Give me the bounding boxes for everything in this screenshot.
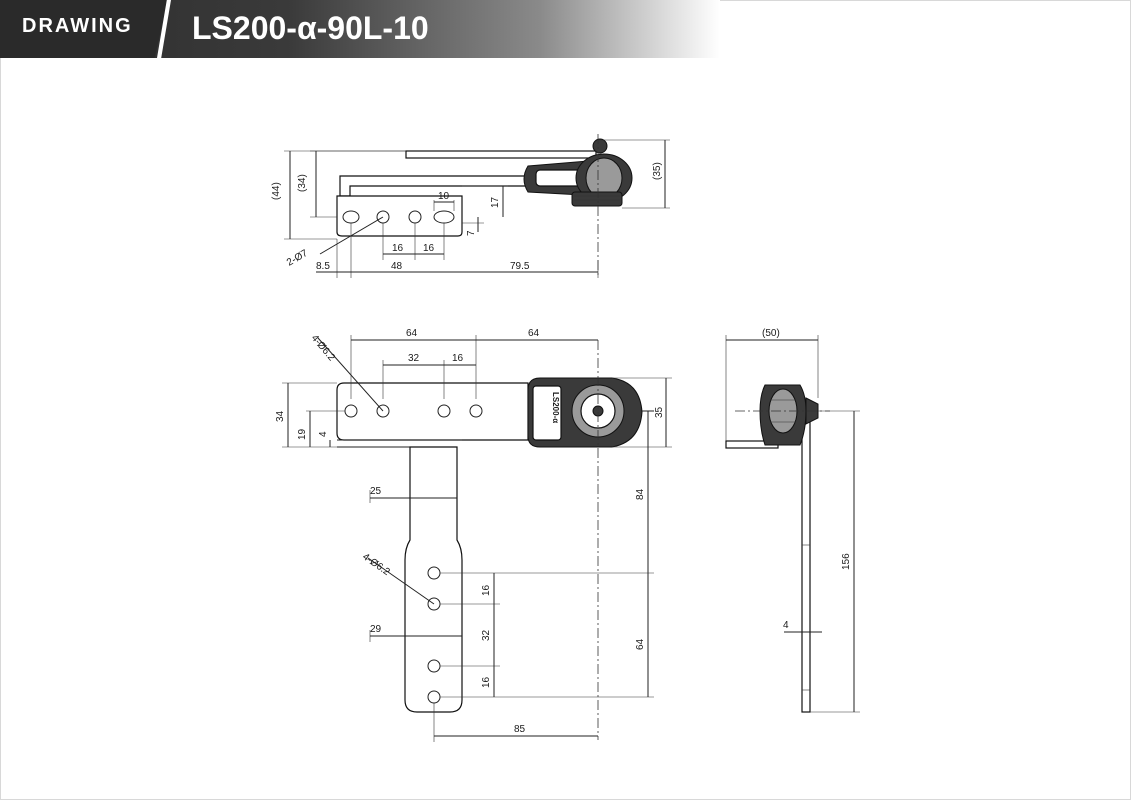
dim-side-4: 4 [783, 620, 789, 631]
dim-top-2holes: 2-Ø7 [285, 248, 310, 269]
drawing-badge [0, 0, 168, 58]
dim-front-19: 19 [297, 428, 308, 440]
dim-top-79-5: 79.5 [510, 261, 530, 272]
dim-side-156: 156 [841, 553, 852, 570]
badge-label: DRAWING [22, 15, 133, 37]
side-view: (50) 156 4 [725, 328, 860, 713]
dim-top-16b: 16 [423, 243, 435, 254]
dim-top-7: 7 [466, 230, 477, 236]
dim-front-32b: 32 [481, 629, 492, 641]
dim-side-50: (50) [762, 328, 780, 339]
dim-top-16a: 16 [392, 243, 404, 254]
front-hole-4 [469, 404, 483, 418]
dim-front-64b: 64 [528, 328, 540, 339]
front-hole-2 [376, 404, 390, 418]
model-title: LS200-α-90L-10 [192, 10, 429, 46]
dim-top-34: (34) [297, 174, 308, 192]
dim-front-29: 29 [370, 624, 382, 635]
dim-front-32: 32 [408, 353, 420, 364]
front-product-label: LS200-α [551, 392, 560, 423]
dim-front-16d: 16 [481, 676, 492, 688]
dim-front-holes-a: 4-Ø6.2 [309, 333, 337, 364]
dim-front-34: 34 [275, 410, 286, 422]
dim-front-35: 35 [654, 406, 665, 418]
front-arm [404, 446, 463, 713]
dim-top-17: 17 [490, 196, 501, 208]
top-roller-base [571, 191, 623, 207]
dim-front-4: 4 [318, 431, 329, 437]
header-bar: DRAWING LS200-α-90L-10 [0, 0, 720, 58]
dim-front-25: 25 [370, 486, 382, 497]
dim-front-16c: 16 [481, 584, 492, 596]
dim-front-85: 85 [514, 724, 526, 735]
dim-top-35: (35) [652, 162, 663, 180]
dim-front-64c: 64 [635, 638, 646, 650]
dim-top-10: 10 [438, 191, 450, 202]
top-roller-cap [592, 138, 608, 154]
dim-front-84: 84 [635, 488, 646, 500]
dim-front-64a: 64 [406, 328, 418, 339]
dim-top-8-5: 8.5 [316, 261, 330, 272]
dim-front-16: 16 [452, 353, 464, 364]
top-view: (44) (34) 10 17 7 (35) 16 16 2-Ø7 8.5 48 [271, 134, 670, 278]
front-hole-3 [437, 404, 451, 418]
front-view: LS200-α 64 64 32 16 4-Ø6.2 34 19 4 35 [275, 328, 672, 742]
dim-front-holes-b: 4-Ø6.2 [360, 551, 392, 578]
side-arm [801, 417, 811, 713]
front-label-panel [532, 385, 562, 441]
dim-top-44: (44) [271, 182, 282, 200]
dim-top-48: 48 [391, 261, 403, 272]
top-plate [405, 150, 597, 159]
